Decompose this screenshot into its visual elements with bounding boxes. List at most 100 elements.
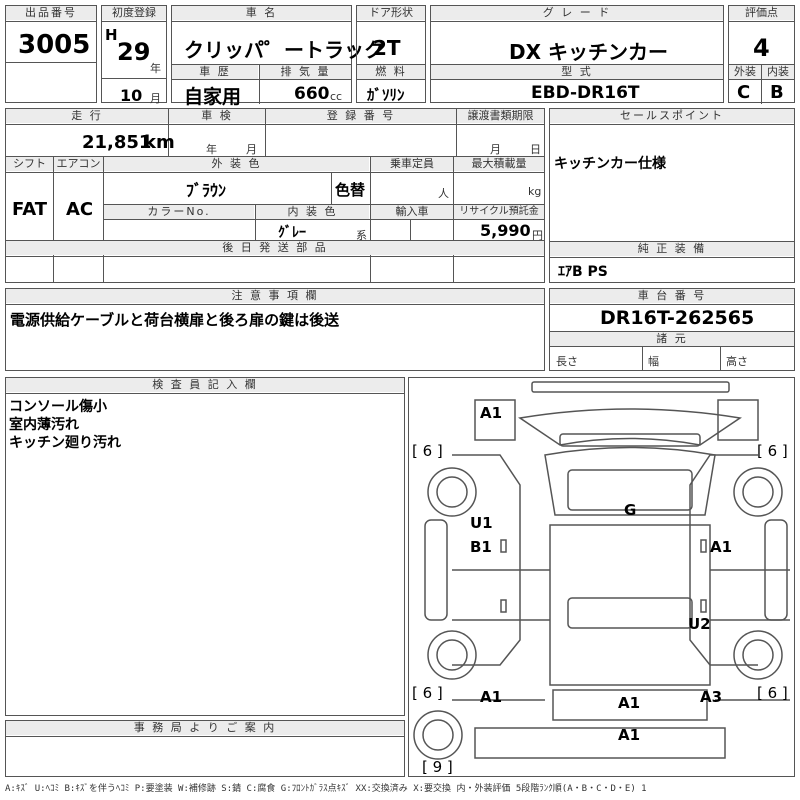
inspection-year-unit: 年 bbox=[206, 143, 217, 156]
damage-mark: G bbox=[624, 501, 636, 519]
history-value: 自家用 bbox=[184, 86, 242, 108]
height-label: 高さ bbox=[726, 355, 748, 368]
equipment-value: ｴｱB PS bbox=[558, 264, 608, 280]
capacity-unit: 人 bbox=[438, 187, 449, 200]
registration-number-label: 登 録 番 号 bbox=[266, 109, 456, 123]
front-bumper-outline bbox=[531, 381, 730, 393]
color-number-label: カラーNo. bbox=[104, 205, 254, 219]
damage-mark: U1 bbox=[470, 514, 493, 532]
month-value: 10 bbox=[120, 86, 143, 105]
chassis-box: 車 台 番 号 DR16T-262565 諸 元 長さ 幅 高さ bbox=[549, 288, 795, 371]
transfer-day-unit: 日 bbox=[530, 143, 541, 156]
car-name-label: 車 名 bbox=[172, 6, 351, 20]
year-value: 29 bbox=[117, 38, 151, 66]
displacement-value: 660 bbox=[294, 84, 330, 104]
exterior-color-value: ﾌﾞﾗｳﾝ bbox=[186, 181, 227, 200]
inspector-line: 室内薄汚れ bbox=[9, 417, 79, 433]
grade-box: グ レ ー ド DX キッチンカー 型 式 EBD-DR16T bbox=[430, 5, 724, 103]
chassis-label: 車 台 番 号 bbox=[550, 289, 794, 303]
sales-point-box: セールスポイント キッチンカー仕様 純 正 装 備 ｴｱB PS bbox=[549, 108, 795, 283]
year-unit: 年 bbox=[150, 62, 161, 75]
max-load-label: 最大積載量 bbox=[454, 157, 544, 171]
later-parts-label: 後 日 発 送 部 品 bbox=[6, 241, 544, 255]
notes-value: 電源供給ケーブルと荷台横扉と後ろ扉の鍵は後送 bbox=[10, 311, 340, 329]
exterior-color-label: 外 装 色 bbox=[104, 157, 369, 171]
model-label: 型 式 bbox=[431, 65, 723, 79]
lot-number-value: 3005 bbox=[18, 30, 91, 60]
score-label: 評価点 bbox=[729, 6, 794, 20]
history-label: 車 歴 bbox=[172, 65, 258, 79]
car-name-value: クリッパ゜ートラック bbox=[184, 38, 384, 62]
tire-tread-label: [ 6 ] bbox=[412, 684, 443, 702]
door-box: ドア形状 2T 燃 料 ｶﾞｿﾘﾝ bbox=[356, 5, 426, 104]
vehicle-diagram-box bbox=[408, 377, 795, 777]
grade-value: DX キッチンカー bbox=[509, 40, 668, 64]
inspector-box: 検 査 員 記 入 欄 コンソール傷小 室内薄汚れ キッチン廻り汚れ bbox=[5, 377, 405, 716]
fuel-label: 燃 料 bbox=[357, 65, 425, 79]
capacity-label: 乗車定員 bbox=[371, 157, 453, 171]
exterior-label: 外装 bbox=[729, 65, 761, 79]
damage-mark: A1 bbox=[710, 538, 732, 556]
score-value: 4 bbox=[753, 34, 770, 62]
fuel-value: ｶﾞｿﾘﾝ bbox=[367, 86, 405, 104]
door-label: ドア形状 bbox=[357, 6, 425, 20]
damage-mark: B1 bbox=[470, 538, 492, 556]
interior-color-unit: 系 bbox=[356, 229, 367, 242]
tire-tread-label: [ 6 ] bbox=[757, 684, 788, 702]
tire-tread-label: [ 9 ] bbox=[422, 758, 453, 776]
tire-spare bbox=[413, 710, 463, 760]
inspector-label: 検 査 員 記 入 欄 bbox=[6, 378, 404, 392]
inspector-line: コンソール傷小 bbox=[9, 399, 107, 415]
model-value: EBD-DR16T bbox=[531, 83, 640, 103]
inspection-month-unit: 月 bbox=[246, 143, 257, 156]
grade-label: グ レ ー ド bbox=[431, 6, 723, 20]
aircon-label: エアコン bbox=[54, 157, 103, 171]
tire-front-right bbox=[733, 467, 783, 517]
legend-text: A:ｷｽﾞ U:ﾍｺﾐ B:ｷｽﾞを伴うﾍｺﾐ P:要塗装 W:補修跡 S:錆 … bbox=[5, 784, 647, 794]
cargo-bed-outline bbox=[549, 524, 711, 686]
era-value: H bbox=[105, 26, 118, 44]
interior-label: 内装 bbox=[762, 65, 794, 79]
tire-tread-label: [ 6 ] bbox=[412, 442, 443, 460]
recycle-unit: 円 bbox=[532, 229, 543, 242]
tire-rear-left bbox=[427, 630, 477, 680]
damage-mark: A1 bbox=[618, 726, 640, 744]
shift-value: FAT bbox=[12, 199, 48, 220]
transfer-deadline-label: 譲渡書類期限 bbox=[457, 109, 544, 123]
cab-front-outline bbox=[518, 408, 742, 446]
interior-value: B bbox=[770, 82, 784, 103]
tire-rear-right bbox=[733, 630, 783, 680]
score-box: 評価点 4 外装 内装 C B bbox=[728, 5, 795, 104]
month-unit: 月 bbox=[150, 92, 161, 105]
lot-number-box: 出品番号 3005 bbox=[5, 5, 97, 103]
import-label: 輸入車 bbox=[371, 205, 453, 219]
mileage-value: 21,851 bbox=[82, 132, 152, 153]
office-label: 事 務 局 よ り ご 案 内 bbox=[6, 721, 404, 735]
left-side-outline bbox=[452, 454, 521, 666]
details-box: 走 行 車 検 登 録 番 号 譲渡書類期限 21,851 km 年 月 月 日… bbox=[5, 108, 545, 283]
interior-color-label: 内 装 色 bbox=[256, 205, 369, 219]
tire-tread-label: [ 6 ] bbox=[757, 442, 788, 460]
exterior-value: C bbox=[737, 82, 751, 103]
aircon-value: AC bbox=[66, 199, 94, 220]
interior-color-value: ｸﾞﾚｰ bbox=[278, 225, 306, 241]
recycle-value: 5,990 bbox=[480, 221, 531, 240]
door-value: 2T bbox=[373, 36, 401, 60]
shift-label: シフト bbox=[6, 157, 53, 171]
mileage-unit: km bbox=[144, 132, 175, 153]
inspector-line: キッチン廻り汚れ bbox=[9, 435, 121, 451]
rear-panel-outline bbox=[552, 689, 708, 721]
car-name-box: 車 名 クリッパ゜ートラック 車 歴 排 気 量 自家用 660 cc bbox=[171, 5, 384, 108]
mileage-label: 走 行 bbox=[6, 109, 168, 123]
damage-mark: A1 bbox=[480, 404, 502, 422]
notes-box: 注 意 事 項 欄 電源供給ケーブルと荷台横扉と後ろ扉の鍵は後送 bbox=[5, 288, 545, 371]
front-panel-outline bbox=[474, 399, 516, 441]
first-registration-label: 初度登録 bbox=[102, 6, 166, 20]
damage-mark: A1 bbox=[480, 688, 502, 706]
damage-mark: A1 bbox=[618, 694, 640, 712]
recycle-label: リサイクル預託金 bbox=[454, 205, 544, 219]
length-label: 長さ bbox=[556, 355, 578, 368]
width-label: 幅 bbox=[648, 355, 659, 368]
tire-front-left bbox=[427, 467, 477, 517]
